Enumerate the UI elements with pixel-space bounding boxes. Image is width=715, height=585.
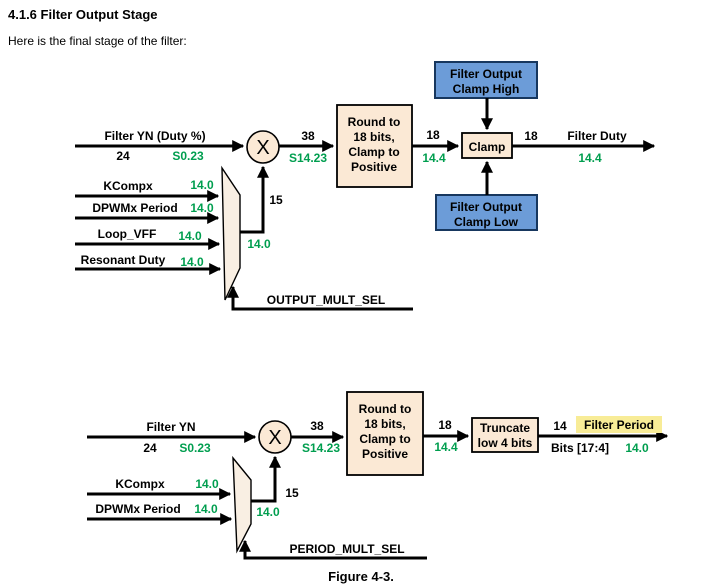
period-mux-in2-label: DPWMx Period	[95, 502, 180, 516]
duty-output-format: 14.4	[578, 151, 602, 165]
duty-round-line1: Round to	[348, 115, 401, 129]
duty-clamp-high-line1: Filter Output	[450, 67, 522, 81]
duty-clamp-label: Clamp	[469, 140, 506, 154]
period-output-highlight	[576, 416, 662, 433]
duty-mux-in1-label: KCompx	[103, 179, 153, 193]
duty-mux-in3-label: Loop_VFF	[98, 227, 157, 241]
period-mult-out-bits: 38	[310, 419, 324, 433]
duty-mux-out-bits: 15	[269, 193, 283, 207]
duty-mux-in1-format: 14.0	[190, 178, 214, 192]
duty-mux	[221, 165, 241, 301]
duty-filter-yn-bits: 24	[116, 149, 130, 163]
duty-output-bits: 18	[524, 129, 538, 143]
duty-mux-in2-label: DPWMx Period	[92, 201, 177, 215]
period-round-line3: Clamp to	[359, 432, 410, 446]
period-multiply-icon: X	[268, 427, 281, 449]
duty-mux-in3-format: 14.0	[178, 229, 202, 243]
period-filter-yn-label: Filter YN	[146, 420, 195, 434]
period-filter-yn-format: S0.23	[179, 441, 211, 455]
duty-mult-out-format: S14.23	[289, 151, 327, 165]
period-mux-select-label: PERIOD_MULT_SEL	[289, 542, 404, 556]
duty-clamp-low-box	[435, 194, 538, 231]
duty-round-out-format: 14.4	[422, 151, 446, 165]
period-mult-out-format: S14.23	[302, 441, 340, 455]
period-output-bits: 14	[553, 419, 567, 433]
duty-filter-yn-format: S0.23	[172, 149, 204, 163]
duty-round-line2: 18 bits,	[353, 130, 394, 144]
period-mux-out-format: 14.0	[256, 505, 280, 519]
period-filter-yn-bits: 24	[143, 441, 157, 455]
duty-mux-in2-format: 14.0	[190, 201, 214, 215]
section-heading: 4.1.6 Filter Output Stage	[8, 7, 158, 22]
period-mux-out-bits: 15	[285, 486, 299, 500]
period-mux-out-wire	[251, 455, 281, 503]
period-round-out-bits: 18	[438, 418, 452, 432]
duty-round-line3: Clamp to	[348, 145, 399, 159]
period-truncate-line2: low 4 bits	[478, 436, 533, 450]
duty-clamp-box	[461, 132, 513, 159]
duty-clamp-high-line2: Clamp High	[453, 82, 520, 96]
duty-filter-yn-label: Filter YN (Duty %)	[104, 129, 205, 143]
duty-mux-out-format: 14.0	[247, 237, 271, 251]
period-stage-diagram: Filter YN 24 S0.23 X 38 S14.23 Round to …	[87, 391, 669, 560]
period-truncate-line1: Truncate	[480, 421, 530, 435]
period-mux-select-wire	[239, 539, 427, 560]
duty-mux-out-wire	[240, 165, 269, 234]
duty-clamp-low-line1: Filter Output	[450, 200, 522, 214]
period-output-format: 14.0	[625, 441, 649, 455]
intro-text: Here is the final stage of the filter:	[8, 34, 187, 48]
duty-round-out-bits: 18	[426, 128, 440, 142]
period-output-sublabel: Bits [17:4]	[551, 441, 609, 455]
duty-multiply-icon: X	[256, 137, 269, 159]
period-round-line4: Positive	[362, 447, 408, 461]
period-truncate-box	[471, 417, 539, 453]
period-mux-in2-format: 14.0	[194, 502, 218, 516]
duty-round-box	[336, 104, 413, 188]
duty-mux-select-wire	[227, 285, 413, 311]
period-round-box	[346, 391, 424, 476]
duty-mult-out-bits: 38	[301, 129, 315, 143]
period-round-line2: 18 bits,	[364, 417, 405, 431]
duty-mux-select-label: OUTPUT_MULT_SEL	[267, 293, 385, 307]
period-mux	[232, 455, 252, 554]
period-round-out-format: 14.4	[434, 440, 458, 454]
period-round-line1: Round to	[359, 402, 412, 416]
duty-output-label: Filter Duty	[567, 129, 627, 143]
duty-round-line4: Positive	[351, 160, 397, 174]
figure-caption: Figure 4-3.	[328, 569, 394, 584]
period-mux-in1-label: KCompx	[115, 477, 165, 491]
period-output-label: Filter Period	[584, 418, 654, 432]
duty-mux-in4-label: Resonant Duty	[81, 253, 166, 267]
duty-clamp-high-box	[434, 61, 538, 99]
duty-clamp-low-line2: Clamp Low	[454, 215, 519, 229]
period-mux-in1-format: 14.0	[195, 477, 219, 491]
duty-stage-diagram: Filter YN (Duty %) 24 S0.23 X 38 S14.23 …	[75, 61, 656, 311]
duty-mux-in4-format: 14.0	[180, 255, 204, 269]
